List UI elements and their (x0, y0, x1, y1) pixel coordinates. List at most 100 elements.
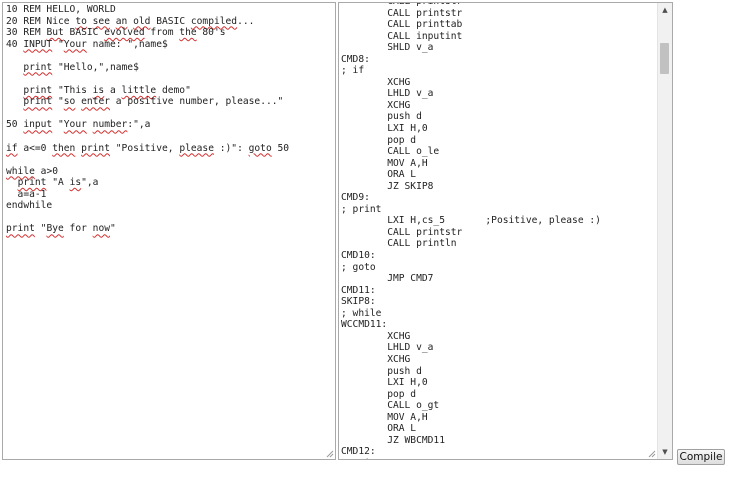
code-text: 80's (196, 27, 226, 39)
output-line: CMD8: (341, 53, 370, 65)
code-text: " (34, 223, 47, 235)
spellcheck-flagged-word: input (23, 119, 53, 131)
output-line: LHLD v_a (341, 88, 434, 100)
spellcheck-flagged-word: print (6, 223, 35, 235)
up-arrow-icon[interactable]: ▲ (662, 6, 668, 14)
output-line: JZ WBCMD11 (341, 434, 445, 446)
spellcheck-flagged-word: now (92, 223, 110, 235)
resize-grip-icon[interactable] (326, 450, 334, 458)
source-line: 50 input "Your number:",a (6, 119, 332, 131)
output-line: CALL o_gt (341, 400, 440, 412)
output-line: push d (341, 111, 422, 123)
source-line: 10 REM HELLO, WORLD (6, 4, 332, 16)
resize-grip-icon[interactable] (648, 450, 656, 458)
code-text: a (104, 84, 122, 96)
code-text: "Positive, (110, 142, 180, 154)
spellcheck-flagged-word: INPUT (23, 38, 53, 50)
code-text: demo" (156, 84, 191, 96)
source-line: print "This is a little demo" (6, 85, 332, 97)
code-text (6, 177, 18, 188)
code-text: :)": (213, 142, 249, 154)
output-line: CALL printstr (341, 226, 463, 238)
code-text: ... (237, 15, 255, 27)
output-line: WCCMD11: (341, 319, 388, 331)
output-line: XCHG (341, 99, 411, 111)
scrollbar-thumb[interactable] (660, 43, 669, 74)
spellcheck-flagged-word: Your (63, 119, 87, 131)
code-text: a positive number, please..." (110, 96, 284, 108)
output-line: ; while (341, 307, 382, 319)
source-line: while a>0 (6, 166, 332, 178)
vertical-scrollbar[interactable]: ▲ ▼ (657, 3, 672, 459)
spellcheck-flagged-word: Your (63, 38, 87, 50)
code-text: endwhile (6, 200, 53, 212)
spellcheck-flagged-word: is (69, 177, 82, 189)
output-line: LXI H,cs_5 ;Positive, please :) (341, 215, 601, 227)
spellcheck-flagged-word: little (121, 84, 157, 96)
output-line: LXI H,0 (341, 377, 428, 389)
output-line: CMD10: (341, 250, 376, 262)
source-line (6, 108, 332, 120)
code-text: ",a (81, 177, 99, 189)
source-line: if a<=0 then print "Positive, please :)"… (6, 143, 332, 155)
code-text: " (52, 96, 64, 108)
source-line (6, 73, 332, 85)
assembly-output-code: CALL printstr CALL printstr CALL printta… (339, 3, 604, 459)
spellcheck-flagged-word: while (6, 165, 35, 177)
output-line: pop d (341, 134, 417, 146)
spellcheck-flagged-word: Bye (46, 223, 64, 235)
code-text: " (110, 223, 116, 235)
down-arrow-icon[interactable]: ▼ (662, 448, 668, 456)
output-line: CALL o_le (341, 146, 440, 158)
spellcheck-flagged-word: But (46, 27, 64, 39)
source-line: print "A is",a (6, 177, 332, 189)
code-text: " (52, 38, 64, 50)
assembly-output-editor[interactable]: CALL printstr CALL printstr CALL printta… (338, 2, 673, 460)
output-line: XCHG (341, 330, 411, 342)
code-text: 30 REM (6, 27, 47, 39)
output-line: JZ SKIP8 (341, 180, 434, 192)
output-line: ; print (341, 458, 601, 459)
output-line: JMP CMD7 (341, 273, 434, 285)
code-text: 20 REM Nice (6, 15, 76, 27)
output-line: CMD11: (341, 284, 376, 296)
code-text: for (63, 223, 93, 235)
output-line: MOV A,H (341, 411, 428, 423)
code-text: "Hello,",name$ (52, 61, 139, 73)
output-line: ; if (341, 65, 365, 77)
source-line (6, 131, 332, 143)
code-text: BASIC (63, 27, 105, 39)
code-text: 50 (271, 142, 290, 154)
output-line: CMD9: (341, 192, 370, 204)
output-line: CALL printstr (341, 7, 463, 19)
source-line: 40 INPUT "Your name: ",name$ (6, 39, 332, 51)
code-text: a<=0 (17, 142, 53, 154)
code-text: from (144, 27, 180, 39)
output-line: LHLD v_a (341, 342, 434, 354)
spellcheck-flagged-word: goto (248, 142, 272, 154)
spellcheck-flagged-word: to (75, 15, 87, 27)
code-text: name: ",name$ (86, 38, 168, 50)
output-line: pop d (341, 388, 417, 400)
spellcheck-flagged-word: please (179, 142, 214, 154)
spellcheck-flagged-word: print (23, 61, 53, 73)
source-line: print "Hello,",name$ (6, 62, 332, 74)
source-line: print "Bye for now" (6, 223, 332, 235)
output-line: XCHG (341, 353, 411, 365)
output-line: SKIP8: (341, 296, 376, 308)
spellcheck-flagged-word: then (52, 142, 76, 154)
output-line: CALL printstr (341, 3, 601, 8)
code-text (6, 62, 23, 73)
source-line: 30 REM But BASIC evolved from the 80's (6, 27, 332, 39)
output-line: CALL inputint (341, 30, 463, 42)
source-line: 20 REM Nice to see an old BASIC compiled… (6, 16, 332, 28)
spellcheck-flagged-word: old (133, 15, 151, 27)
spellcheck-flagged-word: print (23, 84, 53, 96)
compile-button[interactable]: Compile (677, 449, 725, 465)
code-text: a=a-1 (6, 188, 47, 200)
spellcheck-flagged-word: so (63, 96, 76, 108)
output-line: ORA L (341, 169, 417, 181)
spellcheck-flagged-word: print (23, 96, 53, 108)
